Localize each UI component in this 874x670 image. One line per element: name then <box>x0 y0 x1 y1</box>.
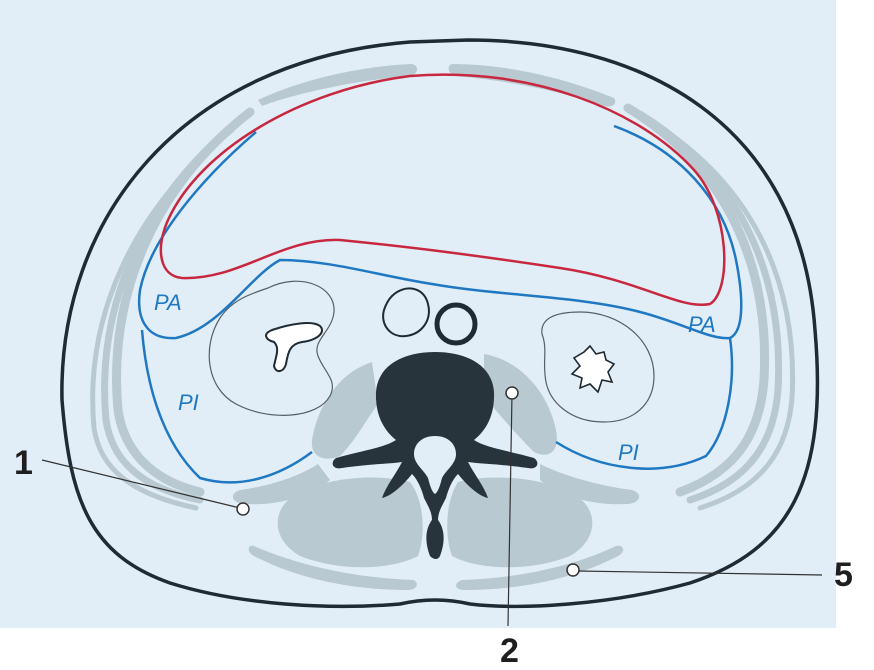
callout-number-2: 2 <box>500 632 519 670</box>
marker-1 <box>237 503 249 515</box>
callout-number-5: 5 <box>834 556 853 594</box>
label-pa-left: PA <box>154 290 182 315</box>
label-pi-left: PI <box>178 390 199 415</box>
callout-number-1: 1 <box>14 444 33 482</box>
label-pa-right: PA <box>688 312 716 337</box>
marker-2 <box>506 387 518 399</box>
label-pi-right: PI <box>618 440 639 465</box>
marker-5 <box>567 564 579 576</box>
